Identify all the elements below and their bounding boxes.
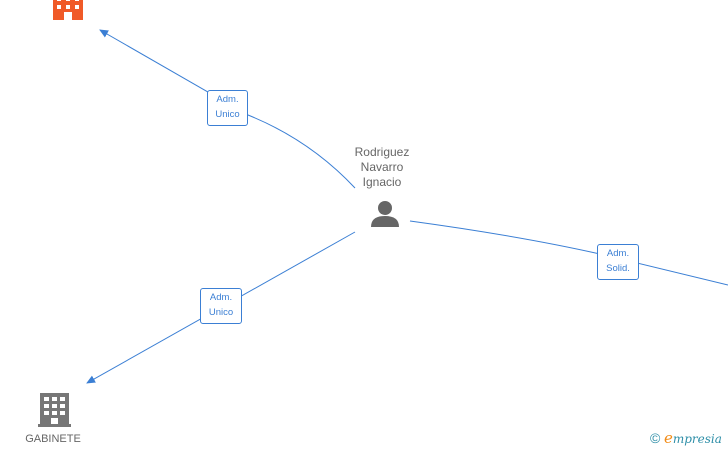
edge-label-line: Solid.	[606, 263, 630, 274]
edge-label-line: Adm.	[606, 248, 630, 259]
person-name-line: Rodriguez	[354, 145, 410, 159]
brand-watermark: © empresia	[650, 429, 722, 447]
edge-label-bottom[interactable]: Adm. Unico	[200, 288, 242, 324]
edge-label-right[interactable]: Adm. Solid.	[597, 244, 639, 280]
edge-label-line: Adm.	[209, 292, 233, 303]
person-icon[interactable]	[371, 201, 399, 227]
brand-name: mpresia	[672, 432, 722, 446]
edge-label-top[interactable]: Adm. Unico	[207, 90, 248, 126]
person-name[interactable]: Rodriguez Navarro Ignacio	[332, 145, 432, 190]
brand-initial: e	[663, 429, 673, 447]
company-label[interactable]: GABINETE	[25, 433, 81, 445]
copyright-symbol: ©	[650, 430, 661, 446]
building-icon[interactable]	[53, 0, 83, 20]
person-name-line: Ignacio	[362, 175, 402, 189]
building-icon[interactable]	[38, 393, 71, 427]
edge-label-line: Unico	[215, 109, 240, 120]
edge-label-line: Unico	[208, 307, 234, 318]
edge-line-top	[99, 29, 356, 189]
edge-line-right	[409, 220, 728, 286]
person-name-line: Navarro	[360, 160, 404, 174]
edge-label-line: Adm.	[216, 94, 239, 105]
